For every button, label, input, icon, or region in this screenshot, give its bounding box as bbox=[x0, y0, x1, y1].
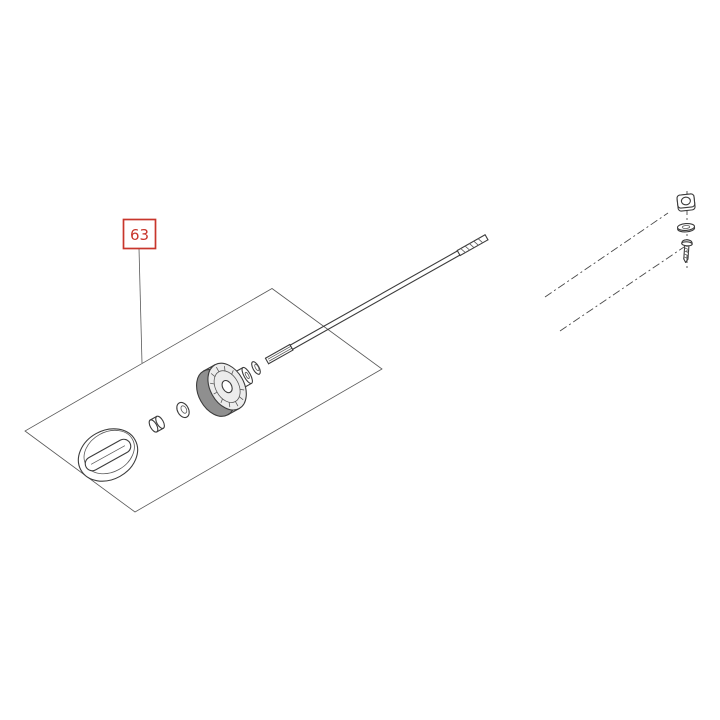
callout-box[interactable] bbox=[122, 218, 157, 250]
alignment-line-upper bbox=[544, 212, 669, 298]
drive-shaft-part bbox=[264, 234, 489, 365]
square-nut-part bbox=[676, 193, 696, 212]
fan-wheel-part bbox=[196, 362, 253, 417]
fan-snout bbox=[241, 366, 253, 385]
assembly-outline bbox=[24, 288, 383, 513]
fan-blades bbox=[210, 365, 245, 408]
flat-washer-part bbox=[676, 223, 696, 233]
square-nut-hole bbox=[680, 196, 691, 206]
part-callout[interactable]: 63 bbox=[122, 218, 157, 250]
knob-wing-line bbox=[90, 445, 126, 465]
cap-nut-part bbox=[148, 415, 165, 433]
alignment-line-lower bbox=[559, 246, 685, 332]
screw-tip bbox=[683, 258, 689, 264]
screw-part bbox=[681, 239, 693, 264]
screw-threads bbox=[683, 247, 690, 260]
shaft-threads bbox=[460, 238, 484, 253]
sleeve-ring-part bbox=[251, 361, 261, 375]
knob-part bbox=[77, 428, 139, 482]
callout-label: 63 bbox=[130, 226, 149, 244]
washer-part bbox=[176, 401, 190, 419]
callout-leader-line bbox=[138, 248, 143, 364]
fan-hub-hole bbox=[221, 379, 233, 394]
